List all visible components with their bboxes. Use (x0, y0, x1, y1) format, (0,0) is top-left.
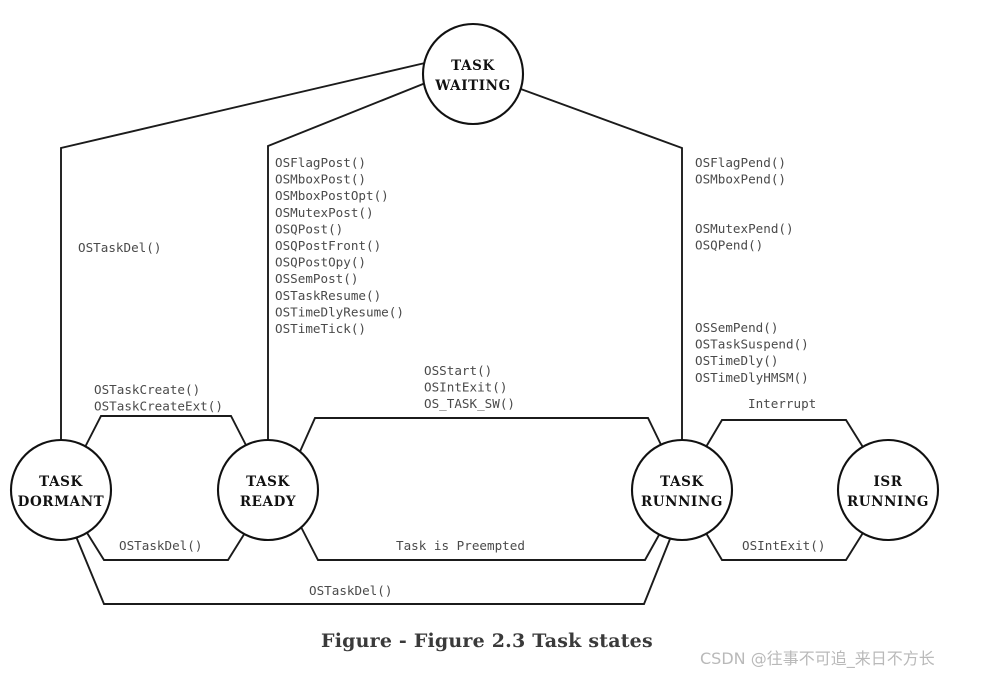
task-running-label-line1: TASK (660, 474, 704, 490)
isr-running-label-line1: ISR (873, 474, 902, 490)
state-node-isr-running[interactable]: ISR RUNNING (836, 438, 940, 542)
edge-waiting-to-dormant (60, 62, 426, 441)
label-running-to-ready: Task is Preempted (396, 538, 525, 553)
label-running-to-waiting-a: OSFlagPend()OSMboxPend() (695, 155, 786, 187)
isr-running-circle[interactable] (836, 438, 940, 542)
task-ready-label-line1: TASK (246, 474, 290, 490)
task-dormant-circle[interactable] (9, 438, 113, 542)
state-node-task-dormant[interactable]: TASK DORMANT (9, 438, 113, 542)
state-node-task-waiting[interactable]: TASK WAITING (421, 22, 525, 126)
edge-ready-to-dormant (83, 527, 249, 561)
task-waiting-circle[interactable] (421, 22, 525, 126)
label-waiting-to-dormant: OSTaskDel() (78, 240, 161, 255)
task-waiting-label-line2: WAITING (434, 78, 511, 94)
figure-caption: Figure - Figure 2.3 Task states (321, 630, 653, 652)
edge-dormant-to-ready (81, 415, 251, 454)
edge-isr-to-running (702, 527, 867, 561)
edge-running-to-waiting (517, 87, 683, 441)
isr-running-label-line2: RUNNING (847, 494, 929, 510)
task-ready-circle[interactable] (216, 438, 320, 542)
task-ready-label-line2: READY (240, 494, 296, 510)
label-ready-to-running: OSStart()OSIntExit()OS_TASK_SW() (424, 363, 515, 411)
label-dormant-to-ready: OSTaskCreate()OSTaskCreateExt() (94, 382, 223, 414)
task-dormant-label-line2: DORMANT (18, 494, 105, 510)
label-isr-to-running: OSIntExit() (742, 538, 825, 553)
label-running-to-waiting-b: OSMutexPend()OSQPend() (695, 221, 794, 253)
label-running-to-waiting-c: OSSemPend()OSTaskSuspend()OSTimeDly()OST… (695, 320, 809, 385)
edge-running-to-dormant (74, 533, 673, 605)
edge-ready-to-running (297, 417, 667, 457)
edge-running-to-ready (299, 524, 665, 561)
state-node-task-running[interactable]: TASK RUNNING (630, 438, 734, 542)
label-running-to-dormant: OSTaskDel() (309, 583, 392, 598)
task-running-label-line2: RUNNING (641, 494, 723, 510)
edge-running-to-isr (702, 419, 867, 453)
label-running-to-isr: Interrupt (748, 396, 816, 411)
label-waiting-to-ready: OSFlagPost()OSMboxPost()OSMboxPostOpt()O… (275, 155, 404, 336)
edge-waiting-to-ready (267, 81, 429, 441)
task-dormant-label-line1: TASK (39, 474, 83, 490)
state-node-task-ready[interactable]: TASK READY (216, 438, 320, 542)
csdn-watermark: CSDN @往事不可追_来日不方长 (700, 649, 935, 668)
label-ready-to-dormant: OSTaskDel() (119, 538, 202, 553)
task-running-circle[interactable] (630, 438, 734, 542)
task-waiting-label-line1: TASK (451, 58, 495, 74)
